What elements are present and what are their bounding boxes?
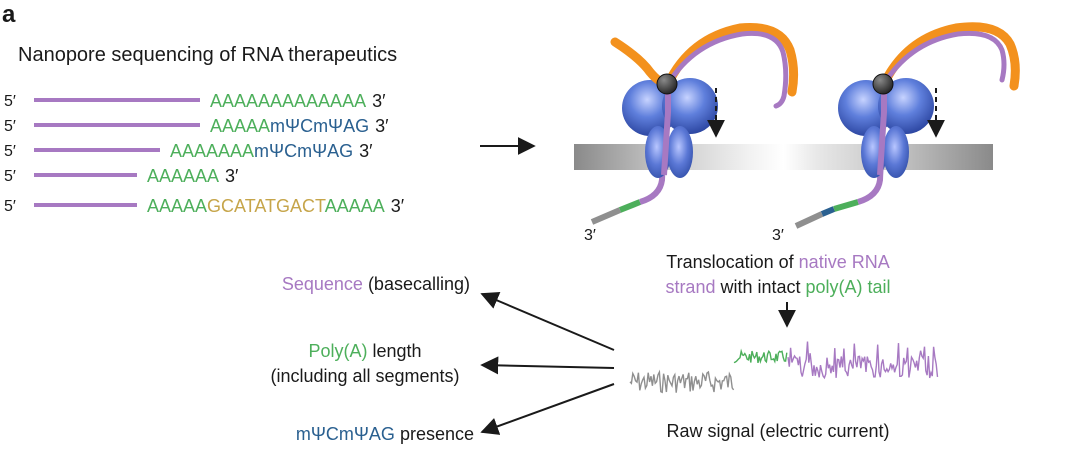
nanopore-left: 3′ bbox=[584, 22, 799, 244]
pore-lobe-right-b bbox=[883, 126, 909, 178]
sequence-segment: AAAAA bbox=[210, 116, 270, 136]
five-prime-label: 5′ bbox=[4, 143, 16, 160]
caption-span: Translocation of bbox=[666, 252, 798, 272]
caption-span: Sequence bbox=[282, 274, 363, 294]
caption-span: with intact bbox=[715, 277, 805, 297]
arrow-to-polya bbox=[480, 356, 615, 375]
motor-lobe-right-b bbox=[878, 78, 934, 134]
caption-span: (basecalling) bbox=[363, 274, 470, 294]
caption-span: length bbox=[367, 341, 421, 361]
tail-gray-right bbox=[794, 211, 824, 229]
sequence-segment: AAAAAAAAAAAAA bbox=[210, 91, 366, 111]
strand-sequence: AAAAAAAmΨCmΨAG 3′ bbox=[170, 141, 373, 161]
signal-label: Raw signal (electric current) bbox=[666, 421, 889, 441]
motor-lobe-left-b bbox=[662, 78, 718, 134]
rna-strand-right bbox=[877, 86, 887, 176]
sequence-segment: AAAAA bbox=[147, 196, 207, 216]
translocation-line-2: strand with intact poly(A) tail bbox=[665, 277, 890, 297]
orange-adapter-left bbox=[610, 22, 799, 97]
rna-strand-left bbox=[661, 86, 671, 176]
caption-span: (including all segments) bbox=[270, 366, 459, 386]
polya-tail-right bbox=[833, 199, 859, 212]
five-prime-label: 5′ bbox=[4, 93, 16, 110]
three-prime-right: 3′ bbox=[772, 227, 784, 244]
motor-ball-right bbox=[872, 73, 894, 95]
five-prime-label: 5′ bbox=[4, 168, 16, 185]
sequence-segment: GCATATGACT bbox=[207, 196, 326, 216]
nanopore-right: 3′ bbox=[772, 22, 1020, 244]
signal-segment-purple bbox=[787, 341, 939, 380]
purple-rna-above-left bbox=[665, 30, 789, 109]
sequence-segment: AAAAAAA bbox=[170, 141, 254, 161]
strand-sequence: AAAAAAAAAAAAA 3′ bbox=[210, 91, 386, 111]
sequence-segment: AAAAA bbox=[325, 196, 385, 216]
caption-span: native RNA bbox=[799, 252, 890, 272]
sequence-segment: AAAAAA bbox=[147, 166, 219, 186]
raw-signal-trace bbox=[629, 341, 939, 394]
signal-segment-green bbox=[733, 348, 788, 365]
three-prime-label: 3′ bbox=[375, 116, 389, 136]
signal-segment-gray bbox=[629, 369, 735, 394]
three-prime-label: 3′ bbox=[359, 141, 373, 161]
tail-gray-left bbox=[590, 207, 622, 225]
caption-span: poly(A) tail bbox=[806, 277, 891, 297]
sequence-segment: mΨCmΨAG bbox=[254, 141, 353, 161]
panel-label: a bbox=[2, 1, 16, 28]
motor-ball-left bbox=[656, 73, 678, 95]
three-prime-label: 3′ bbox=[372, 91, 386, 111]
polya-tail-left bbox=[618, 199, 642, 213]
caption-span: presence bbox=[395, 424, 474, 444]
strand-sequence: AAAAAA 3′ bbox=[147, 166, 239, 186]
three-prime-label: 3′ bbox=[225, 166, 239, 186]
three-prime-left: 3′ bbox=[584, 227, 596, 244]
output-polya-line-2: (including all segments) bbox=[270, 366, 459, 386]
caption-span: strand bbox=[665, 277, 715, 297]
purple-rna-above-right bbox=[881, 30, 1007, 87]
strand-sequence: AAAAAGCATATGACTAAAAA 3′ bbox=[147, 196, 405, 216]
five-prime-label: 5′ bbox=[4, 198, 16, 215]
figure-title: Nanopore sequencing of RNA therapeutics bbox=[18, 44, 397, 66]
rna-strand-bottom-left bbox=[639, 129, 667, 205]
strand-sequence: AAAAAmΨCmΨAG 3′ bbox=[210, 116, 389, 136]
arrow-to-presence bbox=[480, 383, 615, 435]
modification-tail-right bbox=[820, 206, 836, 217]
sequence-segment: mΨCmΨAG bbox=[270, 116, 369, 136]
membrane bbox=[574, 144, 993, 170]
caption-span: mΨCmΨAG bbox=[296, 424, 395, 444]
output-presence: mΨCmΨAG presence bbox=[296, 424, 474, 444]
rna-strand-bottom-right bbox=[857, 129, 885, 205]
translocation-line-1: Translocation of native RNA bbox=[666, 252, 889, 272]
three-prime-label: 3′ bbox=[391, 196, 405, 216]
arrow-to-sequence bbox=[480, 292, 615, 351]
caption-span: Poly(A) bbox=[308, 341, 367, 361]
pore-lobe-left-b bbox=[667, 126, 693, 178]
output-polya-line-1: Poly(A) length bbox=[308, 341, 421, 361]
orange-adapter-right bbox=[879, 22, 1020, 91]
five-prime-label: 5′ bbox=[4, 118, 16, 135]
output-sequence: Sequence (basecalling) bbox=[282, 274, 470, 294]
